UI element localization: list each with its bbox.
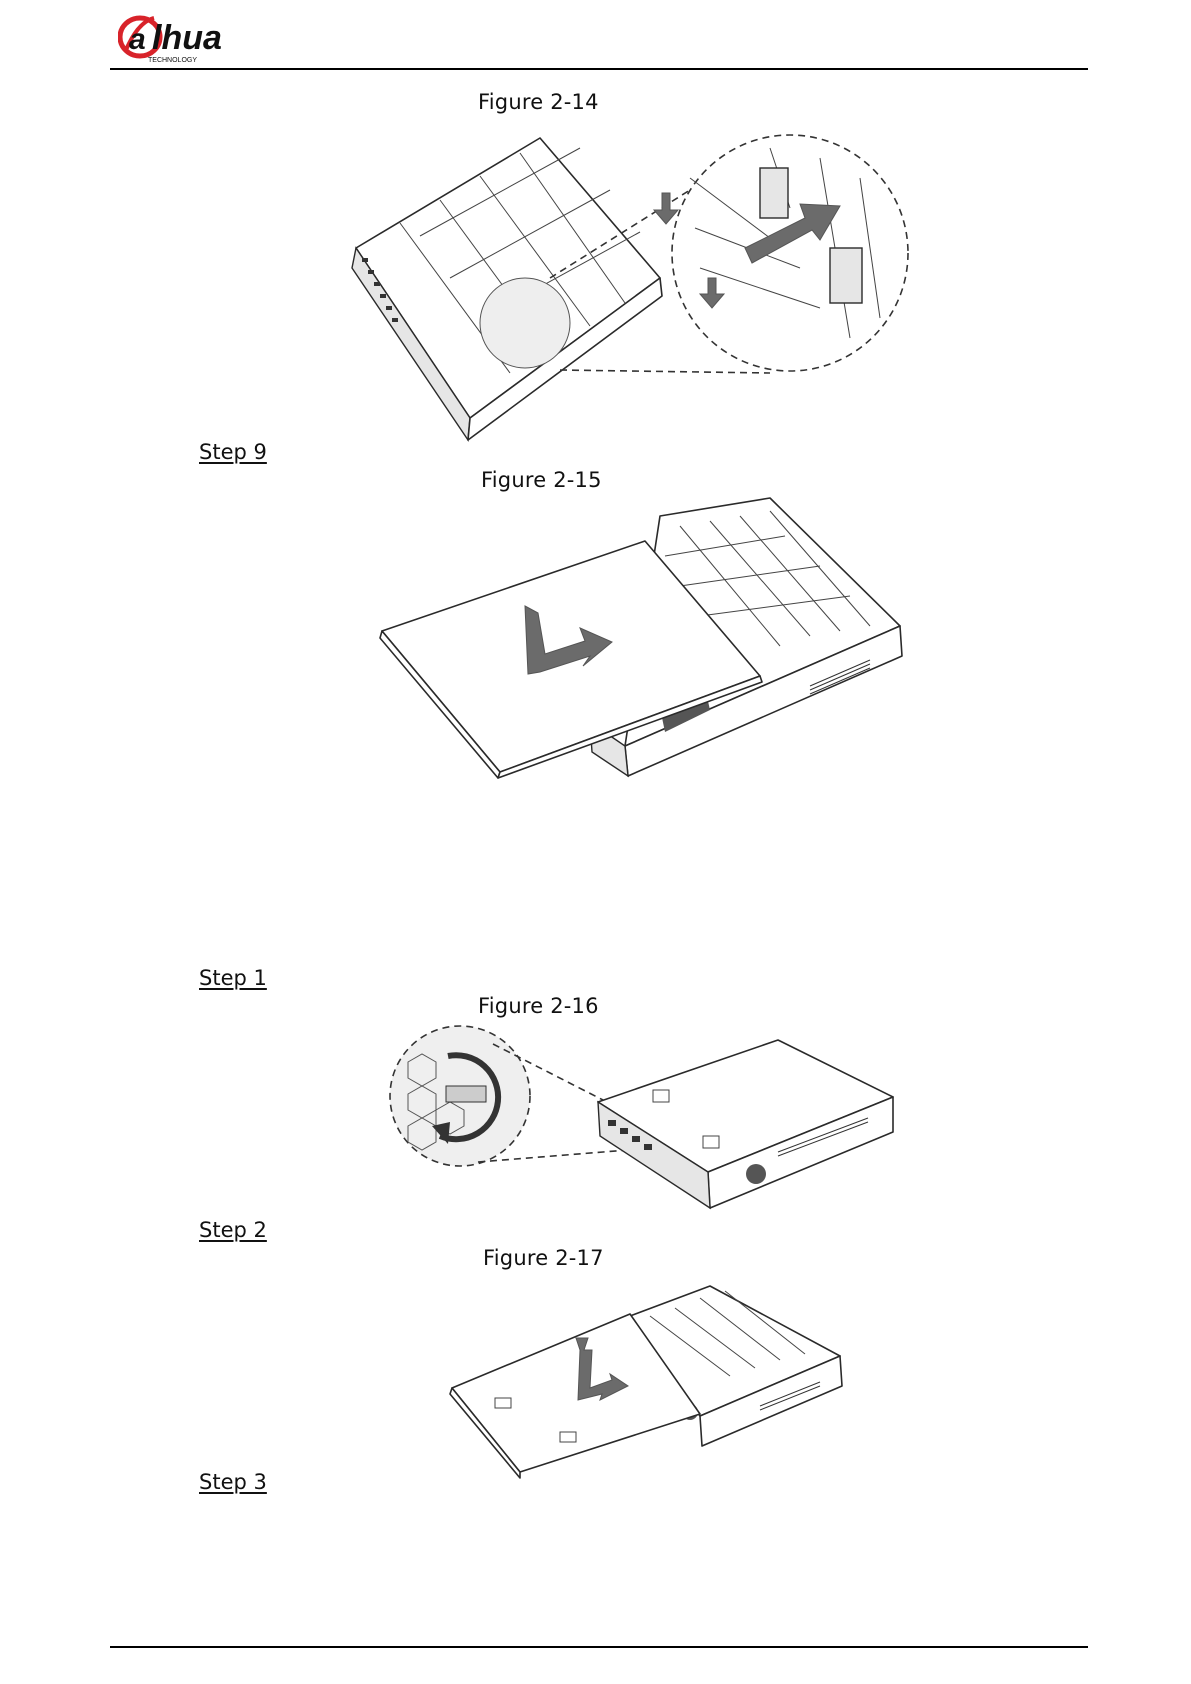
cover-slide-on-illustration: [380, 496, 910, 786]
screw-removal-illustration: [388, 1022, 898, 1202]
header-rule: [110, 68, 1088, 70]
dahua-logo: a lhua TECHNOLOGY: [118, 14, 258, 66]
figure-caption: Figure 2-16: [478, 994, 599, 1018]
svg-text:TECHNOLOGY: TECHNOLOGY: [148, 57, 197, 64]
svg-text:a: a: [129, 23, 146, 56]
step-label: Step 3: [199, 1470, 267, 1494]
step-label: Step 2: [199, 1218, 267, 1242]
figure-caption: Figure 2-15: [481, 468, 602, 492]
figure-caption: Figure 2-14: [478, 90, 599, 114]
step-label: Step 9: [199, 440, 267, 464]
step-label: Step 1: [199, 966, 267, 990]
footer-rule: [110, 1646, 1088, 1648]
figure-caption: Figure 2-17: [483, 1246, 604, 1270]
cover-lift-off-illustration: [450, 1276, 845, 1476]
hdd-cable-connect-illustration: [350, 118, 940, 428]
svg-text:lhua: lhua: [152, 19, 222, 57]
